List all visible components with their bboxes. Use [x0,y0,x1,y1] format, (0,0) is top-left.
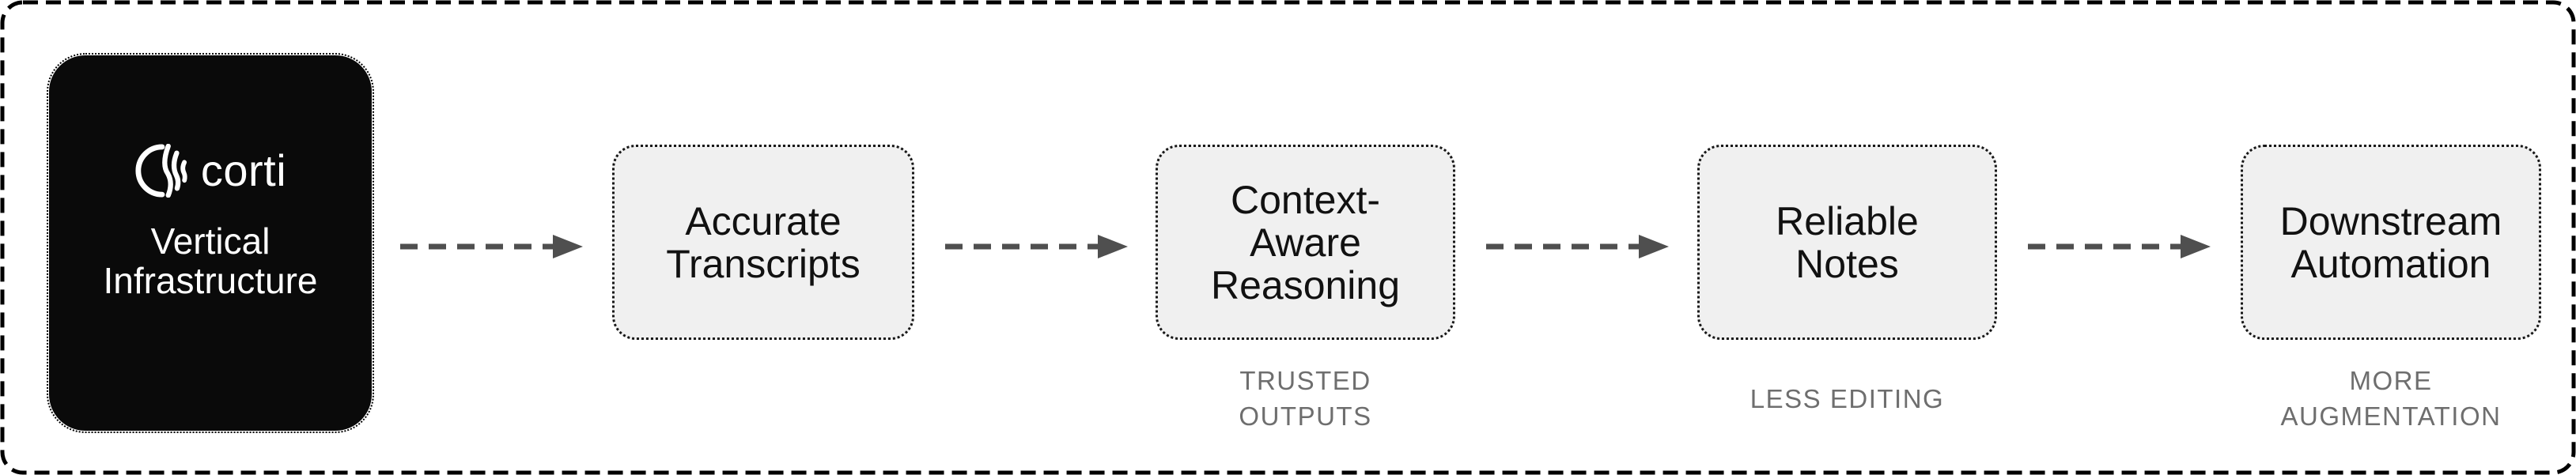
corti-logo: corti [134,144,286,198]
flow-arrow-1 [400,235,583,258]
stage-title-vertical-infrastructure: Vertical Infrastructure [103,221,318,301]
arrowhead-icon [1639,235,1669,258]
stage-card-accurate-transcripts: Accurate Transcripts [612,145,914,340]
stage-title-accurate-transcripts: Accurate Transcripts [666,198,861,286]
stage-sublabel-less-editing: LESS EDITING [1749,383,1945,413]
flow-arrow-2 [945,235,1128,258]
stage-sublabel-trusted-outputs: TRUSTED OUTPUTS [1239,366,1372,431]
stage-card-downstream-automation: Downstream Automation [2241,145,2541,340]
stage-sublabel-more-augmentation: MORE AUGMENTATION [2280,366,2502,431]
stage-card-vertical-infrastructure: corti Vertical Infrastructure [47,53,374,433]
stage-card-reliable-notes: Reliable Notes [1697,145,1997,340]
flow-arrow-4 [2028,235,2211,258]
corti-waveform-icon [135,144,187,198]
stage-title-downstream-automation: Downstream Automation [2279,198,2502,286]
stage-title-reliable-notes: Reliable Notes [1776,198,1919,286]
stage-title-context-aware-reasoning: Context- Aware Reasoning [1210,177,1401,307]
arrowhead-icon [553,235,583,258]
stage-card-context-aware-reasoning: Context- Aware Reasoning [1156,145,1455,340]
arrowhead-icon [1098,235,1128,258]
corti-wordmark: corti [200,145,287,195]
flow-arrow-3 [1486,235,1669,258]
arrowhead-icon [2181,235,2211,258]
